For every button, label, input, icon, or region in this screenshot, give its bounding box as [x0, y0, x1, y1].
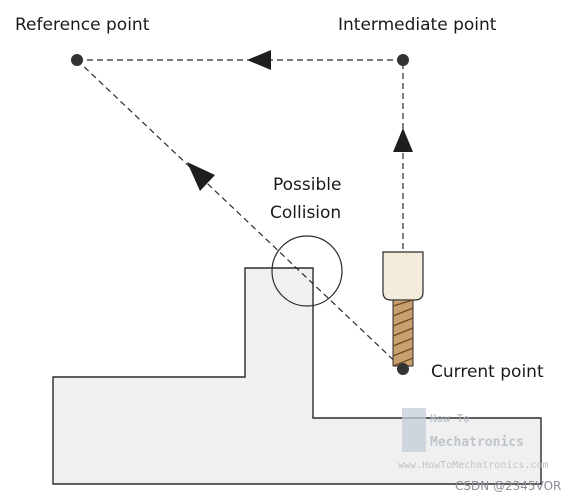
watermark-m-block [402, 408, 426, 452]
watermark-line-2: Mechatronics [430, 435, 524, 450]
current-point-marker [397, 363, 409, 375]
tool-shank [382, 251, 424, 301]
watermark-logo: How To Mechatronics www.HowToMechatronic… [398, 408, 549, 471]
intermediate-point-marker [397, 54, 409, 66]
arrow-left-icon [247, 50, 271, 70]
intermediate-point-label: Intermediate point [338, 15, 497, 35]
current-point-label: Current point [431, 362, 544, 382]
tool-path [76, 59, 404, 370]
tool-flute-spiral [392, 299, 414, 367]
arrow-up-icon [393, 128, 413, 152]
collision-circle [271, 235, 343, 307]
collision-label-line-2: Collision [270, 203, 341, 223]
path-reference-to-current [76, 59, 404, 370]
cutting-tool [382, 251, 424, 367]
reference-point-label: Reference point [15, 15, 150, 35]
collision-label-line-1: Possible [273, 175, 341, 195]
watermark-url: www.HowToMechatronics.com [398, 460, 549, 471]
reference-point-marker [71, 54, 83, 66]
watermark-line-1: How To [430, 412, 470, 425]
arrow-diagonal-icon [187, 162, 215, 191]
csdn-credit: CSDN @2345VOR [455, 479, 561, 493]
